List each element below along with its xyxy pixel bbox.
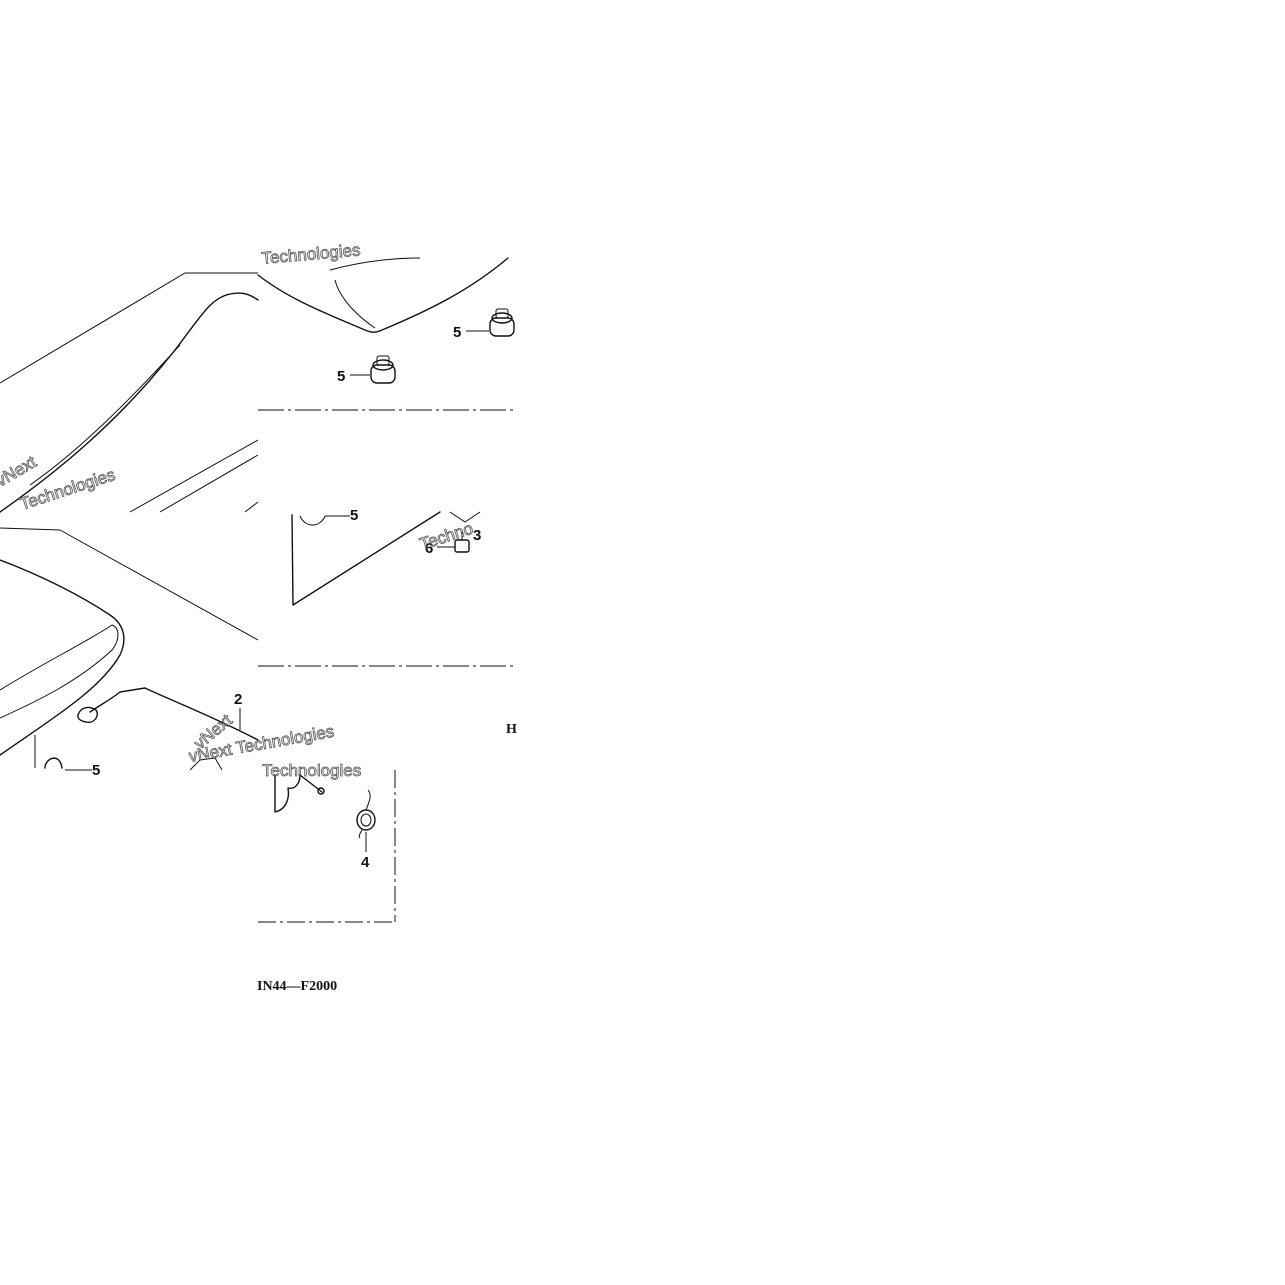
watermark-text: vNext	[0, 452, 40, 490]
callout-4: 4	[361, 854, 370, 871]
seat-upper-left-panel	[0, 272, 259, 513]
callout-3: 3	[473, 527, 481, 544]
callout-5b: 5	[337, 368, 345, 385]
seat-base-panel	[258, 511, 515, 667]
callout-5a: 5	[453, 324, 461, 341]
rubber-bumper-icon	[489, 308, 515, 337]
stray-letter: H	[506, 722, 517, 737]
latch-rod-icon	[77, 687, 259, 741]
callout-5d: 5	[92, 762, 100, 779]
watermark-text: Techno	[417, 519, 475, 554]
bolt-icon	[454, 532, 470, 553]
callout-2: 2	[234, 691, 242, 708]
watermark-text: Technologies	[261, 240, 362, 268]
watermark-text: Technologies	[262, 761, 361, 780]
callout-6: 6	[425, 540, 433, 557]
part-code-label: IN44—F2000	[257, 979, 337, 994]
bracket-icon	[189, 757, 223, 771]
callout-5c: 5	[350, 507, 358, 524]
spring-icon	[356, 789, 376, 839]
seat-pad-panel	[0, 527, 259, 768]
seat-tail-panel	[257, 257, 515, 411]
grommet-icon	[44, 757, 63, 769]
spring-panel	[258, 770, 396, 923]
rubber-bumper-icon	[370, 355, 396, 384]
